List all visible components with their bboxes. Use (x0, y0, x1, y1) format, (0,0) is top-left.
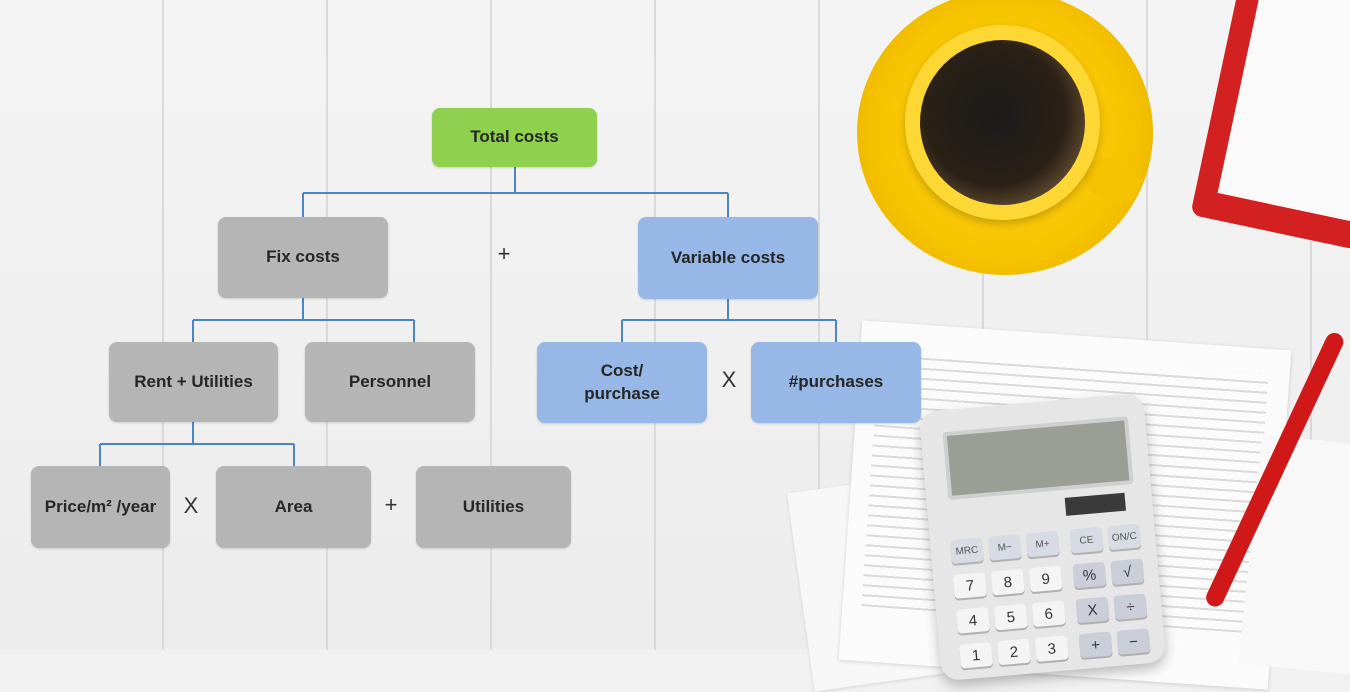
node-utilities: Utilities (416, 466, 571, 548)
node-personnel: Personnel (305, 342, 475, 422)
node-fix-costs: Fix costs (218, 217, 388, 298)
node-rent-utilities: Rent + Utilities (109, 342, 278, 422)
operator-plus-fix-variable: + (497, 241, 511, 266)
node-cost-per-purchase: Cost/ purchase (537, 342, 707, 423)
operator-times-purchases: X (721, 367, 737, 392)
connector-rent (99, 422, 295, 466)
operator-times-area: X (183, 493, 199, 518)
diagram-connectors (99, 167, 837, 466)
node-area: Area (216, 466, 371, 548)
node-price-per-m2-year: Price/m² /year (31, 466, 170, 548)
connector-variable (621, 299, 837, 342)
coffee-surface (920, 40, 1085, 205)
connector-fix (192, 298, 415, 342)
operator-plus-utilities: + (384, 492, 398, 517)
node-variable-costs: Variable costs (638, 217, 818, 299)
node-purchases: #purchases (751, 342, 921, 423)
node-total-costs: Total costs (432, 108, 597, 167)
connector-root (302, 167, 729, 217)
